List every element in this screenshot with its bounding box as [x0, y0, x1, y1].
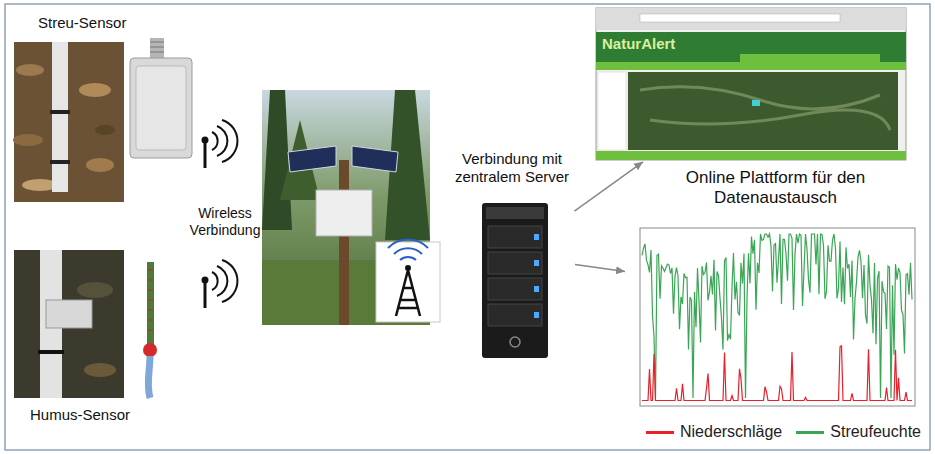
litter-sensor-box-photo: [130, 38, 192, 158]
litter-sensor-photo: [13, 42, 124, 202]
moisture-line: [642, 234, 912, 398]
legend-item: Streufeuchte: [796, 423, 921, 441]
legend-text: Niederschläge: [680, 423, 782, 441]
connection-label: Wireless Verbindung: [186, 205, 264, 239]
node-heading: Verbindung mit zentralem Server: [452, 150, 572, 186]
server-node: Verbindung mit zentralem Server: [452, 150, 572, 362]
radio-tower-icon: [376, 240, 440, 322]
wireless-antenna: [202, 260, 238, 308]
humus-sensor-photo: [14, 250, 124, 398]
screenshot-node: NaturAlert: [596, 8, 906, 160]
chart-legend: Niederschläge Streufeuchte: [646, 423, 921, 441]
data-arrow: [574, 162, 643, 211]
time-series-chart: [640, 228, 915, 406]
server-icon: [482, 203, 548, 358]
node-heading: Streu-Sensor: [12, 12, 126, 32]
figure-frame: [5, 4, 930, 450]
humus-probe-photo: [143, 262, 157, 398]
legend-item: Niederschläge: [646, 423, 782, 441]
legend-swatch: [796, 431, 824, 434]
chart-lines: [642, 234, 912, 401]
rain-line: [642, 346, 912, 401]
data-arrow: [575, 265, 625, 272]
web-platform-screenshot: [596, 8, 906, 160]
sensor-panel: Humus-Sensor: [12, 404, 197, 432]
node-heading: NaturAlert: [596, 8, 675, 53]
node-heading: Online Plattform für den Datenaustausch: [681, 168, 871, 209]
wireless-antenna: [202, 120, 238, 168]
chart-node: Online Plattform für den Datenaustausch: [628, 168, 923, 416]
legend-swatch: [646, 431, 674, 434]
sensor-panel: Streu-Sensor: [12, 12, 197, 40]
legend-text: Streufeuchte: [830, 423, 921, 441]
node-heading: Humus-Sensor: [12, 404, 130, 424]
